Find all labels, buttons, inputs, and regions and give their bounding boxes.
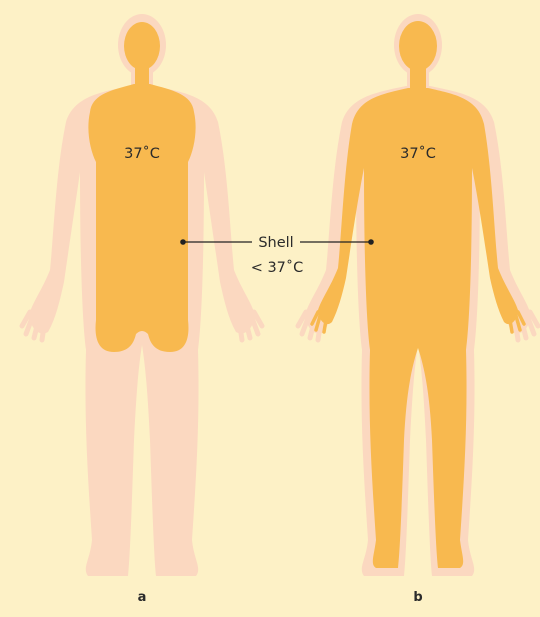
figure-a-temp-label: 37˚C [124,145,160,162]
callout-dot-left [180,239,186,245]
figure-a-caption: a [138,590,147,605]
callout-dot-right [368,239,374,245]
figure-b-caption: b [413,590,422,605]
shell-label: Shell [258,235,293,251]
shell-temp-label: < 37˚C [251,259,304,276]
figure-b-temp-label: 37˚C [400,145,436,162]
